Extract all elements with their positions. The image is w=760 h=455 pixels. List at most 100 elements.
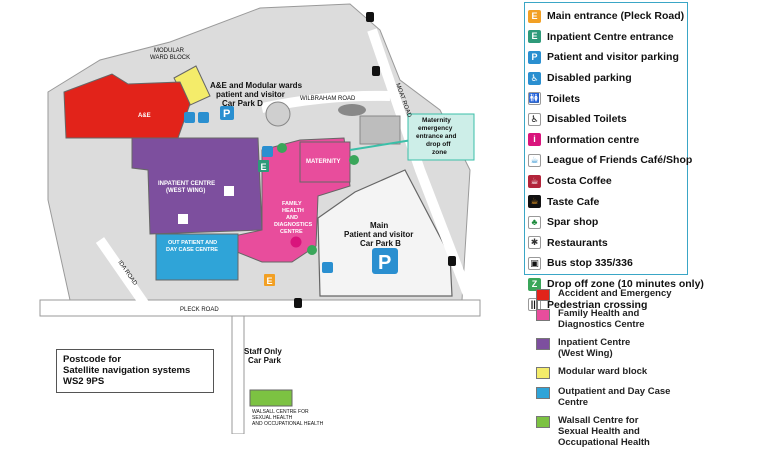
legend-row: ✱ Restaurants [528,233,687,254]
legend-label: Pedestrian crossing [547,298,648,311]
disabled-toilets-icon: ♿ [528,112,541,126]
maternity-callout-label: Maternity emergency entrance and drop of… [416,117,458,156]
zone-swatch [536,367,550,379]
legend-label: Costa Coffee [547,175,612,188]
bus-stop-icon: ▣ [528,256,541,270]
ae-label: A&E [138,113,151,119]
maternity-callout-line [349,139,413,151]
legend-row: ☕ Costa Coffee [528,171,687,192]
zone-label: Inpatient Centre (West Wing) [558,337,631,359]
legend-row: P Patient and visitor parking [528,47,687,68]
disabled-parking-icon: ♿ [528,71,541,85]
legend-row: ♿ Disabled Toilets [528,109,687,130]
outpatient-centre [155,233,239,281]
league-of-friends-icon: ☕ [528,153,541,167]
legend-label: Toilets [547,92,581,105]
legend-label: Disabled parking [547,72,632,85]
zone-label: Accident and Emergency [558,288,672,299]
pleck-road-label: PLECK ROAD [180,307,219,313]
outpatient-label: OUT PATIENT AND DAY CASE CENTRE [166,240,219,253]
parking-icon: P [528,50,541,64]
inpatient-entrance-icon: E [528,30,541,44]
legend-label: League of Friends Café/Shop [547,154,693,167]
restaurant-icon: ✱ [528,236,541,250]
zone-swatch [536,416,550,428]
zone-label: Family Health and Diagnostics Centre [558,308,645,330]
zone-legend-row: Outpatient and Day Case Centre [536,386,736,408]
staff-road-shape [231,315,245,434]
family-health-label: FAMILY HEALTH AND DIAGNOSTICS CENTRE [274,201,314,235]
zone-legend-row: Walsall Centre for Sexual Health and Occ… [536,415,736,448]
svg-text:E: E [267,276,273,286]
parking-icon: P [220,106,234,120]
zone-label: Modular ward block [558,366,648,377]
inpatient-west-wing [131,137,263,235]
legend-label: Taste Cafe [547,195,600,208]
pleck-road-shape [39,299,481,317]
car-park-d-label: A&E and Modular wards patient and visito… [210,81,304,108]
svg-text:P: P [378,252,391,274]
bus-stop-icon [294,12,456,308]
legend-row: ♣Spar shop [528,212,687,233]
legend-row: Z Drop off zone (10 minutes only) [528,274,704,295]
zone-legend-row: Modular ward block [536,366,736,379]
roundabout [265,101,291,127]
zone-swatch [536,387,550,399]
legend-label: Information centre [547,133,640,146]
zone-legend-row: Family Health and Diagnostics Centre [536,308,736,330]
zone-swatch [536,338,550,350]
ida-road-shape [95,237,155,315]
walsall-centre-label: WALSALL CENTRE FOR SEXUAL HEALTH AND OCC… [252,409,324,427]
legend-label: Disabled Toilets [547,113,627,126]
legend-row: i Information centre [528,130,687,151]
legend-row: ▣ Bus stop 335/336 [528,253,687,274]
legend-row: 🚻 Toilets [528,88,687,109]
toilets-icon: 🚻 [528,92,541,106]
ae-building [63,73,191,139]
legend-label: Patient and visitor parking [547,51,679,64]
grey-building [359,115,401,145]
hospital-site-map: MODULAR WARD BLOCK A&E and Modular wards… [39,3,481,434]
legend-row: ♿ Disabled parking [528,68,687,89]
svg-text:P: P [223,108,230,120]
main-entrance-icon: E [528,9,541,23]
legend-row: ||| Pedestrian crossing [528,294,687,315]
wilbraham-road-label: WILBRAHAM ROAD [300,96,356,102]
legend-label: Bus stop 335/336 [547,257,633,270]
staff-car-park-label: Staff Only Car Park [244,347,284,365]
maternity-callout-box [407,113,475,161]
information-icon [290,236,302,248]
car-park-b-label: Main Patient and visitor Car Park B [344,221,416,248]
maternity-label: MATERNITY [306,159,341,165]
postcode-note: Postcode for Satellite navigation system… [56,349,214,393]
information-icon: i [528,133,541,147]
drop-off-icon: Z [528,277,541,291]
legend-label: Spar shop [547,216,599,229]
zone-label: Outpatient and Day Case Centre [558,386,671,408]
drop-off-icon [277,143,359,255]
legend-row: E Main entrance (Pleck Road) [528,6,687,27]
parking-icon: P [372,248,398,274]
legend-label: Main entrance (Pleck Road) [547,10,685,23]
zone-swatch [536,289,550,301]
svg-text:E: E [261,162,267,172]
pedestrian-crossing-icon: ||| [528,298,541,312]
legend-row: ☕ Taste Cafe [528,191,687,212]
modular-block-label: MODULAR WARD BLOCK [150,48,190,61]
maternity-building [299,141,351,183]
zone-label: Walsall Centre for Sexual Health and Occ… [558,415,650,448]
zone-swatch [536,309,550,321]
grey-pond [338,104,366,116]
inpatient-entrance-icon: E [258,160,269,172]
legend-label: Drop off zone (10 minutes only) [547,278,704,291]
inpatient-west-label: INPATIENT CENTRE (WEST WING) [158,181,217,194]
zone-legend-row: Inpatient Centre (West Wing) [536,337,736,359]
walsall-centre [249,389,293,407]
zone-legend-row: Accident and Emergency [536,288,736,301]
legend-label: Restaurants [547,236,608,249]
taste-cafe-icon: ☕ [528,195,541,209]
costa-coffee-icon: ☕ [528,174,541,188]
